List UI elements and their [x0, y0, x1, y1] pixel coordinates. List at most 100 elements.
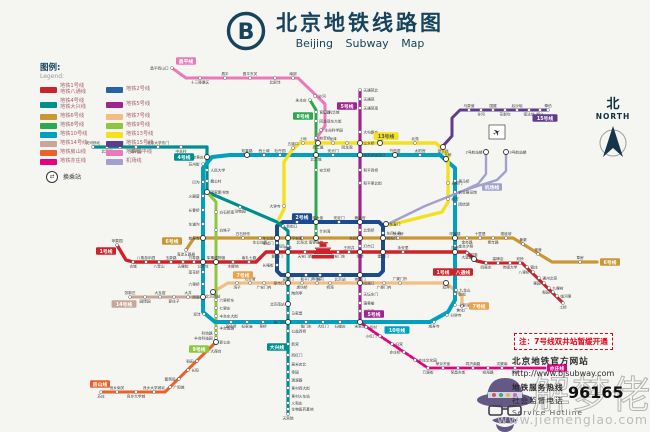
station-dot — [321, 320, 325, 324]
station-label: 荣昌东街 — [451, 369, 466, 374]
official-site-url[interactable]: http://www.bjsubway.com — [512, 369, 615, 378]
legend-item: 地铁10号线 — [40, 131, 106, 138]
station-label: 六里桥东 — [219, 297, 234, 302]
station-dot — [364, 325, 368, 329]
station-dot — [338, 320, 342, 324]
legend-item: 地铁4号线地铁大兴线 — [40, 98, 106, 111]
station-label: 天通苑北 — [363, 87, 378, 92]
station-dot — [304, 320, 308, 324]
station-dot — [561, 301, 565, 305]
legend-item-label: 地铁昌平线 — [126, 148, 152, 155]
station-dot — [172, 295, 176, 299]
station-dot — [248, 281, 252, 285]
line-path-line-8 — [308, 98, 318, 240]
station-dot — [201, 162, 205, 166]
station-dot — [247, 260, 251, 264]
station-label: 望京西 — [437, 148, 448, 153]
station-label: 草桥 — [259, 323, 267, 328]
station-label: 清源路 — [291, 377, 302, 382]
station-label: 八角游乐园 — [137, 255, 156, 260]
station-dot — [286, 244, 290, 248]
station-dot — [131, 260, 135, 264]
header: B 北京地铁线路图 Beijing Subway Map — [225, 10, 444, 52]
transfer-station-dot — [200, 259, 206, 265]
station-label: 首经贸 — [225, 323, 236, 328]
station-label: 丰台南路 — [219, 325, 234, 330]
legend-item: 地铁房山线 — [40, 149, 106, 156]
station-label: 和平西桥 — [363, 167, 378, 172]
station-label: 西单 — [284, 245, 292, 250]
station-label: 立水桥 — [363, 140, 374, 145]
station-dot — [527, 108, 531, 112]
station-dot — [378, 334, 382, 338]
line-badge: 9号线 — [189, 345, 209, 353]
station-dot — [143, 295, 147, 299]
station-label: 建国门 — [377, 253, 388, 258]
tiananmen-icon — [312, 242, 334, 259]
station-label: 和平门 — [300, 276, 311, 281]
station-dot — [465, 236, 469, 240]
station-label: 良乡南关 — [110, 385, 125, 390]
legend-item-label: 地铁13号线 — [126, 130, 154, 137]
station-label: 白堆子 — [219, 227, 230, 232]
station-label: 安贞门 — [327, 148, 338, 153]
station-dot — [401, 250, 405, 254]
station-label: 九棵树 — [552, 285, 563, 290]
station-label: 园博园 — [139, 298, 150, 303]
svg-text:昌平线: 昌平线 — [179, 58, 194, 65]
station-dot — [286, 412, 290, 416]
station-label: 上地 — [299, 136, 307, 141]
station-dot — [396, 236, 400, 240]
station-dot — [446, 197, 450, 201]
north-zh: 北 — [606, 97, 619, 112]
station-label: 宋家庄 — [354, 323, 365, 328]
line-path-line-9 — [205, 190, 218, 344]
legend-swatch — [40, 149, 57, 156]
station-label: 巩华城 — [328, 109, 339, 114]
service-hotline-en: Service Hotline — [512, 408, 583, 417]
station-label: 西四 — [277, 243, 285, 248]
transfer-station-dot — [380, 235, 386, 241]
station-dot — [337, 220, 341, 224]
line-path-line-13 — [277, 141, 450, 227]
station-label: 阜成门 — [263, 240, 274, 245]
station-dot — [144, 260, 148, 264]
station-dot — [168, 385, 172, 389]
station-dot — [314, 168, 318, 172]
legend-item-label: 地铁14号线 — [60, 139, 88, 146]
station-label: 育知路 — [319, 109, 330, 114]
station-dot — [537, 276, 541, 280]
station-dot — [181, 260, 185, 264]
station-label: 东大桥 — [392, 231, 403, 236]
station-label: 花梨坎 — [499, 111, 510, 116]
station-label: 东单 — [356, 253, 364, 258]
svg-text:机场线: 机场线 — [485, 184, 500, 191]
station-label: 丰台科技园 — [194, 335, 213, 340]
station-label: 张郭庄 — [124, 290, 135, 295]
line-badge: 2号线 — [292, 213, 312, 221]
watermark-url: www.jiemenglao.com — [497, 412, 649, 427]
transfer-station-dot — [377, 140, 383, 146]
line-badge: 7号线 — [233, 271, 253, 279]
svg-text:八通线: 八通线 — [455, 269, 471, 276]
station-dot — [214, 306, 218, 310]
legend-row: 地铁6号线地铁7号线 — [40, 113, 172, 123]
transfer-station-dot — [357, 152, 363, 158]
legend-item: 地铁8号线 — [40, 122, 106, 129]
transfer-station-dot — [380, 249, 386, 255]
station-dot — [202, 312, 206, 316]
station-label: 土桥 — [559, 304, 567, 309]
station-dot — [282, 204, 286, 208]
station-dot — [201, 180, 205, 184]
station-label: 和平里北街 — [363, 180, 382, 185]
station-dot — [478, 236, 482, 240]
svg-text:5号线: 5号线 — [341, 103, 354, 110]
station-dot — [281, 224, 285, 228]
legend-row: 地铁10号线 地铁13号线 — [40, 130, 172, 141]
station-label: 北邵洼 — [269, 79, 280, 84]
legend-item: 地铁13号线 — [106, 130, 172, 138]
station-dot — [454, 288, 458, 292]
station-label: 蒲黄榆 — [363, 300, 374, 305]
